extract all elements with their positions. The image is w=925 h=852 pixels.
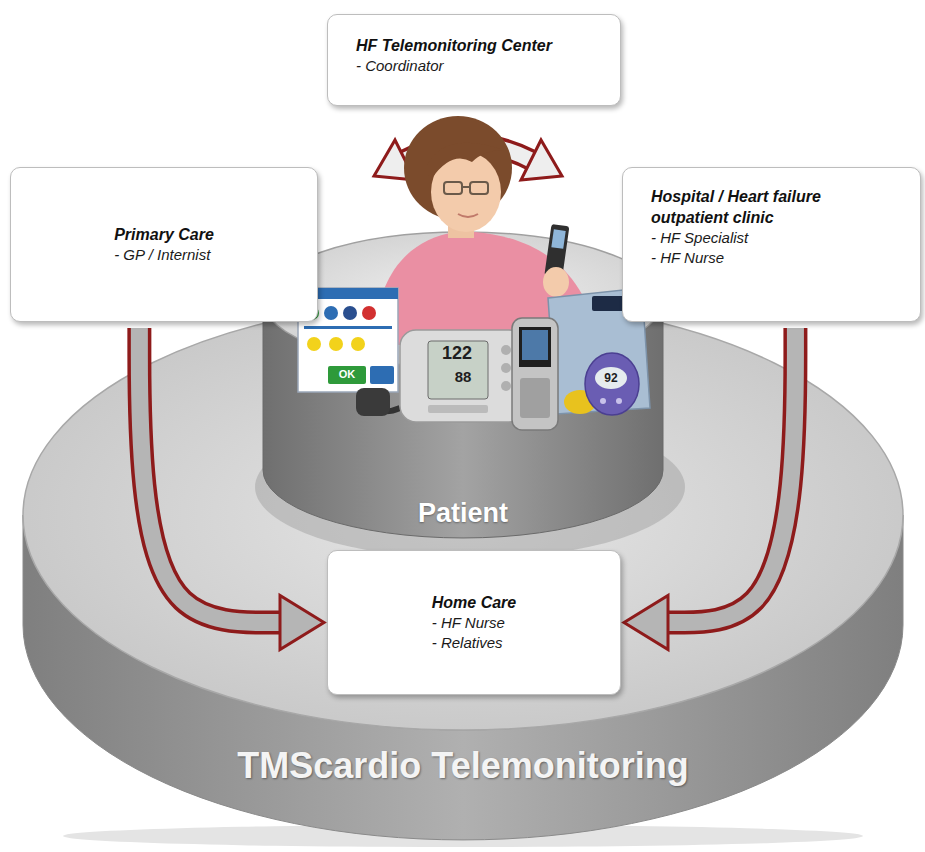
- process-box: Hospital / Heart failure outpatient clin…: [622, 167, 921, 322]
- glucose-meter: [585, 353, 639, 415]
- platform-label: Patient: [418, 500, 508, 527]
- box-item: - HF Nurse: [651, 248, 896, 268]
- flow-arrow: [139, 328, 324, 650]
- text-group: HF Telemonitoring Center- Coordinator: [356, 35, 552, 76]
- patient-mouth: [458, 214, 478, 217]
- monitor-strip: [428, 405, 488, 413]
- arrow-head: [280, 596, 324, 650]
- patient-hand: [543, 267, 569, 297]
- monitor-button: [501, 345, 511, 355]
- card-button: [370, 366, 394, 384]
- patient-glasses: [444, 182, 462, 194]
- card-smiley: [307, 337, 321, 351]
- box-title: Home Care: [432, 592, 516, 613]
- phone-bezel: [519, 327, 551, 367]
- held-phone-screen: [551, 229, 565, 248]
- process-box: Primary Care- GP / Internist: [10, 167, 318, 322]
- box-item: - GP / Internist: [114, 245, 214, 265]
- meter-screen: [595, 367, 627, 389]
- text-group: Hospital / Heart failure outpatient clin…: [651, 186, 896, 268]
- box-item: - Relatives: [432, 633, 516, 653]
- exchange-arrow-head: [521, 140, 562, 180]
- box-title: Primary Care: [114, 224, 214, 245]
- monitor-button: [501, 381, 511, 391]
- text-group: Home Care- HF Nurse- Relatives: [432, 592, 516, 653]
- text-group: Primary Care- GP / Internist: [114, 224, 214, 265]
- flow-arrow: [624, 328, 795, 650]
- display-reading: 92: [604, 372, 617, 384]
- button-label: OK: [339, 369, 356, 380]
- brand-label: TMScardio Telemonitoring: [237, 748, 688, 784]
- meter-button: [600, 398, 606, 404]
- card-smiley: [351, 337, 365, 351]
- platform-top: [23, 300, 903, 730]
- card-smiley: [329, 337, 343, 351]
- card-divider: [304, 326, 392, 329]
- arrow-outline: [139, 328, 280, 623]
- phone-keypad: [520, 378, 550, 418]
- monitor-button: [501, 363, 511, 373]
- card-symbol: [324, 306, 338, 320]
- process-box: HF Telemonitoring Center- Coordinator: [327, 14, 621, 106]
- box-title: HF Telemonitoring Center: [356, 35, 552, 56]
- box-item: - Coordinator: [356, 56, 552, 76]
- monitor-screen: [428, 341, 488, 399]
- display-reading: 88: [455, 369, 472, 384]
- arrow-outline: [668, 328, 795, 623]
- phone-screen: [522, 330, 548, 360]
- patient-fringe: [424, 143, 504, 178]
- box-item: - HF Specialist: [651, 228, 896, 248]
- patient-glasses: [462, 186, 470, 188]
- meter-button: [616, 398, 622, 404]
- display-reading: 122: [442, 344, 472, 362]
- process-box: Home Care- HF Nurse- Relatives: [327, 550, 621, 695]
- box-item: - HF Nurse: [432, 613, 516, 633]
- patient-glasses: [470, 182, 488, 194]
- mobile-phone: [512, 318, 558, 430]
- arrow-head: [624, 596, 668, 650]
- box-title: Hospital / Heart failure outpatient clin…: [651, 186, 896, 228]
- arrow-body: [668, 328, 795, 623]
- blood-pressure-cuff: [356, 388, 390, 416]
- blood-pressure-monitor: [400, 330, 525, 422]
- card-ok-button: [328, 366, 366, 384]
- card-symbol: [362, 306, 376, 320]
- card-symbol: [343, 306, 357, 320]
- arrow-body: [139, 328, 280, 623]
